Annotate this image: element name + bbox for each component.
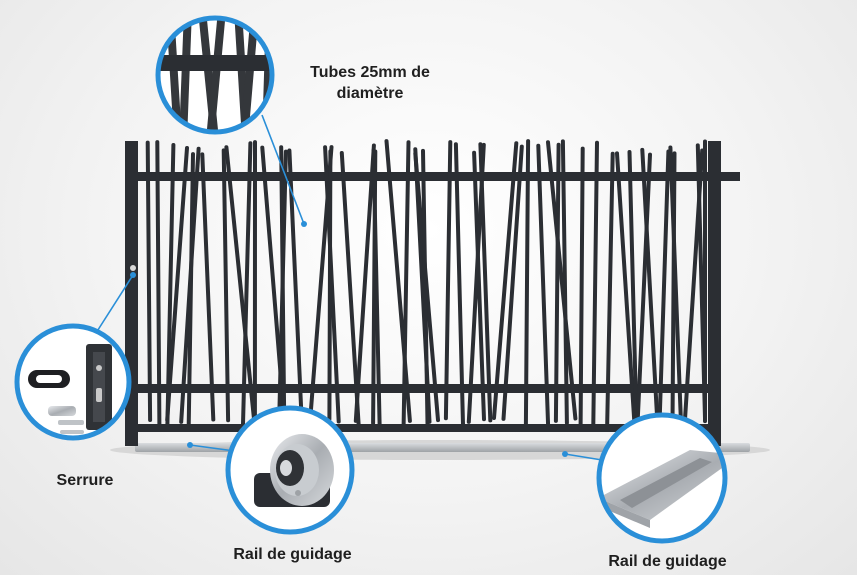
gate-tube (492, 141, 519, 420)
connector-tubes (261, 114, 305, 225)
gate-tube (186, 152, 195, 428)
gate-tube (536, 143, 551, 428)
gate-tube (478, 142, 493, 423)
gate-tube (339, 151, 361, 428)
rail-track-label: Rail de guidage (608, 553, 727, 570)
gate-tube (453, 142, 465, 427)
gate-tube (578, 146, 585, 428)
guide-wheel-icon (225, 405, 355, 535)
gate-tube (615, 151, 637, 424)
gate-tube (546, 140, 578, 421)
gate-tube (523, 139, 531, 427)
gate-bottom-rail (125, 384, 721, 393)
gate-tube (145, 140, 153, 422)
rail-wheel-label: Rail de guidage (233, 546, 352, 563)
gate-tube (221, 148, 231, 423)
gate-tube (472, 150, 486, 422)
gate-tube (668, 145, 684, 428)
gate-tube (627, 150, 639, 428)
gate-tube (165, 146, 189, 422)
guide-rail-icon (596, 412, 728, 544)
gate-tube (501, 144, 524, 421)
serrure-label: Serrure (56, 472, 114, 489)
gate-tube (200, 152, 216, 422)
gate-tube (287, 148, 304, 426)
connector-dots (130, 221, 568, 457)
gate-top-rail (125, 172, 740, 181)
gate-base-rail (125, 424, 721, 432)
gate-tube (371, 148, 382, 426)
gate-tube (421, 148, 430, 426)
gate-tube (640, 147, 660, 427)
tube-closeup-icon (155, 15, 275, 135)
gate-tube (443, 140, 453, 421)
gate-tube (605, 151, 615, 426)
gate-tube (353, 143, 376, 423)
gate-tube (553, 142, 561, 423)
gate-tube (560, 139, 569, 425)
connector-rail (564, 453, 603, 461)
gate-tube (327, 149, 333, 422)
lock-kit-icon (14, 323, 132, 441)
connector-serrure (95, 274, 134, 334)
tubes-label-line1: Tubes 25mm de (310, 64, 430, 81)
lock-keyhole (130, 265, 136, 271)
gate-tube (635, 152, 652, 425)
gate-tubes (145, 139, 707, 428)
gate-tube (241, 141, 253, 427)
sliding-gate (125, 139, 740, 446)
tubes-label-line2: diamètre (336, 85, 404, 102)
gate-tube (224, 145, 257, 422)
gate-tube (657, 149, 671, 427)
gate-tube (155, 140, 162, 427)
gate-tube (279, 145, 287, 421)
gate-tube (591, 140, 599, 428)
gate-post-right (708, 141, 721, 446)
gate-tube (401, 140, 411, 428)
tubes-diameter-label: Tubes 25mm de diamètre (290, 62, 450, 104)
